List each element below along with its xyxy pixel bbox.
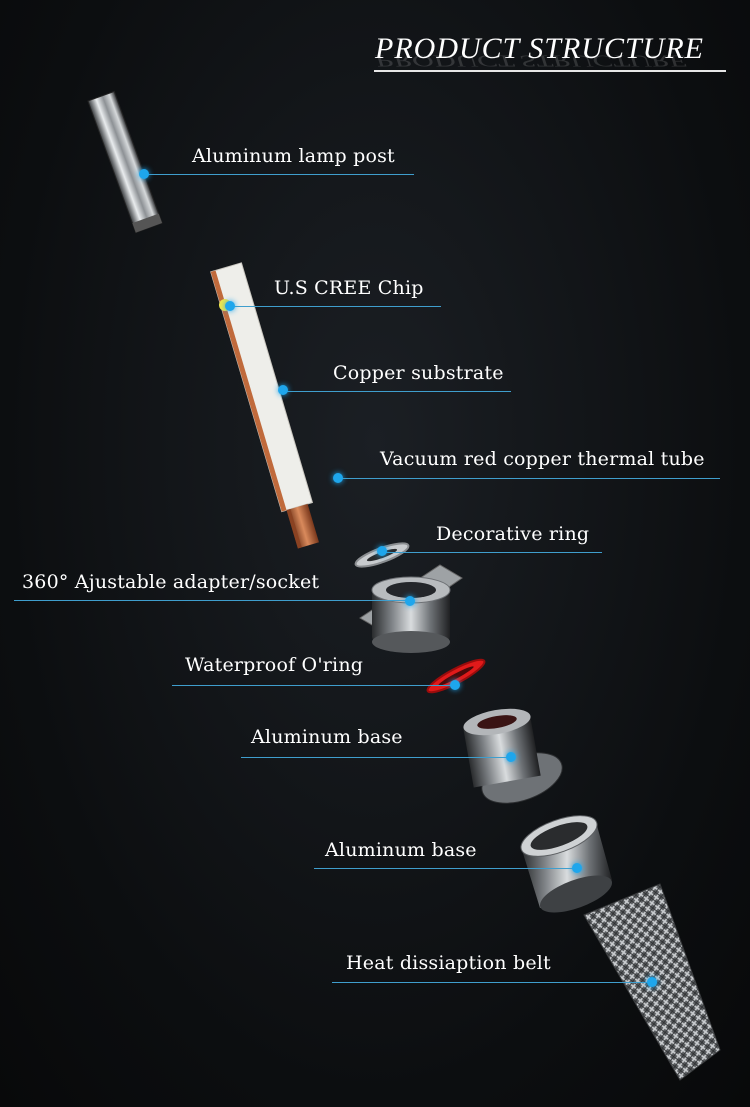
leader-line	[338, 478, 720, 479]
adapter-socket-illustration	[359, 564, 463, 653]
marker-dot	[225, 301, 235, 311]
marker-dot	[647, 977, 657, 987]
marker-dot	[450, 680, 460, 690]
marker-dot	[278, 385, 288, 395]
part-label-aluminum-base-1: Aluminum base	[251, 726, 403, 748]
part-label-cree-chip: U.S CREE Chip	[274, 277, 424, 299]
leader-line	[332, 982, 654, 983]
leader-line	[172, 685, 456, 686]
marker-dot	[506, 752, 516, 762]
leader-line	[14, 600, 412, 601]
leader-line	[229, 306, 441, 307]
part-label-lamp-post: Aluminum lamp post	[192, 145, 395, 167]
marker-dot	[377, 546, 387, 556]
title-reflection: PRODUCT STRUCTURE	[375, 51, 687, 70]
part-label-copper-substrate: Copper substrate	[333, 362, 504, 384]
marker-dot	[139, 169, 149, 179]
marker-dot	[405, 596, 415, 606]
part-label-decorative-ring: Decorative ring	[436, 523, 590, 545]
part-label-oring: Waterproof O'ring	[185, 654, 364, 676]
part-label-thermal-tube: Vacuum red copper thermal tube	[380, 448, 705, 470]
aluminum-base-1-illustration	[463, 708, 563, 804]
copper-substrate-illustration	[210, 262, 319, 549]
page-title: PRODUCT STRUCTURE	[375, 32, 704, 65]
leader-line	[314, 868, 578, 869]
part-label-heat-belt: Heat dissiaption belt	[346, 952, 551, 974]
leader-line	[241, 757, 511, 758]
leader-line	[382, 552, 602, 553]
lamp-post-illustration	[87, 90, 163, 234]
leader-line	[142, 174, 414, 175]
marker-dot	[333, 473, 343, 483]
leader-line	[283, 391, 511, 392]
part-label-adapter-socket: 360° Ajustable adapter/socket	[22, 571, 320, 593]
part-label-aluminum-base-2: Aluminum base	[325, 839, 477, 861]
title-underline	[374, 70, 726, 72]
oring-illustration	[426, 658, 486, 694]
marker-dot	[572, 863, 582, 873]
aluminum-base-2-illustration	[520, 815, 613, 913]
